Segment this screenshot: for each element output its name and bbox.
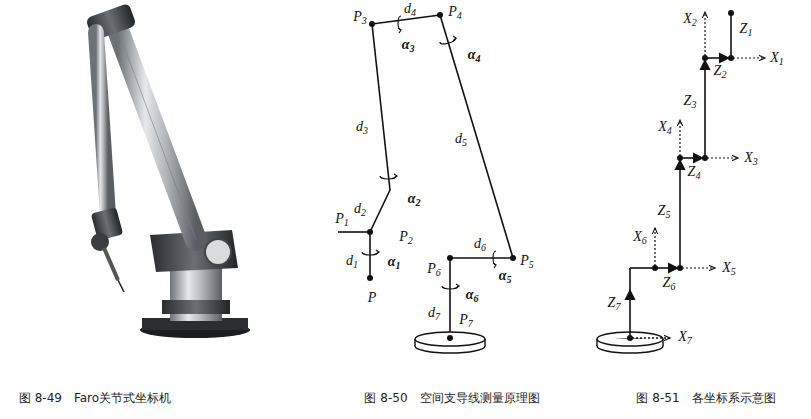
symbol-label: d5 — [455, 132, 467, 148]
symbol-label: P3 — [353, 10, 367, 26]
frame-origins — [652, 10, 734, 271]
figure-caption: 图 8-50 空间支导线测量原理图 — [364, 392, 539, 404]
symbol-label: P4 — [448, 5, 462, 21]
base-plate — [415, 332, 485, 353]
angle-label: α2 — [408, 192, 421, 208]
symbol-label: P1 — [335, 212, 349, 228]
angle-label: α6 — [466, 288, 479, 304]
symbol-label: P — [368, 291, 377, 305]
symbol-label: d4 — [404, 2, 416, 18]
frame-base — [597, 332, 670, 353]
symbol-label: Z3 — [684, 94, 697, 110]
symbol-label: P7 — [459, 313, 473, 329]
symbol-label: d7 — [428, 306, 440, 322]
symbol-label: P6 — [427, 262, 441, 278]
symbol-label: X5 — [722, 261, 736, 277]
faro-arm-photo — [85, 3, 250, 338]
symbol-label: X3 — [744, 151, 758, 167]
angle-label: α5 — [499, 269, 512, 285]
symbol-label: Z5 — [658, 204, 671, 220]
symbol-label: d3 — [356, 120, 368, 136]
symbol-label: d2 — [354, 202, 366, 218]
symbol-label: Z1 — [740, 22, 753, 38]
symbol-label: Z7 — [608, 296, 621, 312]
figure-caption: 图 8-49 Faro关节式坐标机 — [19, 392, 171, 404]
symbol-label: P5 — [520, 254, 534, 270]
symbol-label: d6 — [474, 237, 486, 253]
angle-label: α3 — [402, 38, 415, 54]
symbol-label: X6 — [633, 230, 647, 246]
symbol-label: X1 — [770, 51, 784, 67]
symbol-label: P2 — [399, 230, 413, 246]
symbol-label: X7 — [678, 330, 692, 346]
symbol-label: Z6 — [663, 276, 676, 292]
symbol-label: d1 — [346, 254, 358, 270]
joint-dots — [367, 12, 516, 341]
rotation-symbols — [362, 16, 496, 289]
angle-label: α1 — [388, 255, 401, 271]
figure-caption: 图 8-51 各坐标系示意图 — [636, 392, 775, 404]
symbol-label: X2 — [683, 12, 697, 28]
symbol-label: Z4 — [688, 165, 701, 181]
symbol-label: X4 — [658, 120, 672, 136]
symbol-label: Z2 — [714, 64, 727, 80]
frame-axes — [630, 14, 731, 338]
frame-x-axes — [632, 12, 765, 338]
traverse-lines — [338, 15, 513, 338]
angle-label: α4 — [468, 48, 481, 64]
